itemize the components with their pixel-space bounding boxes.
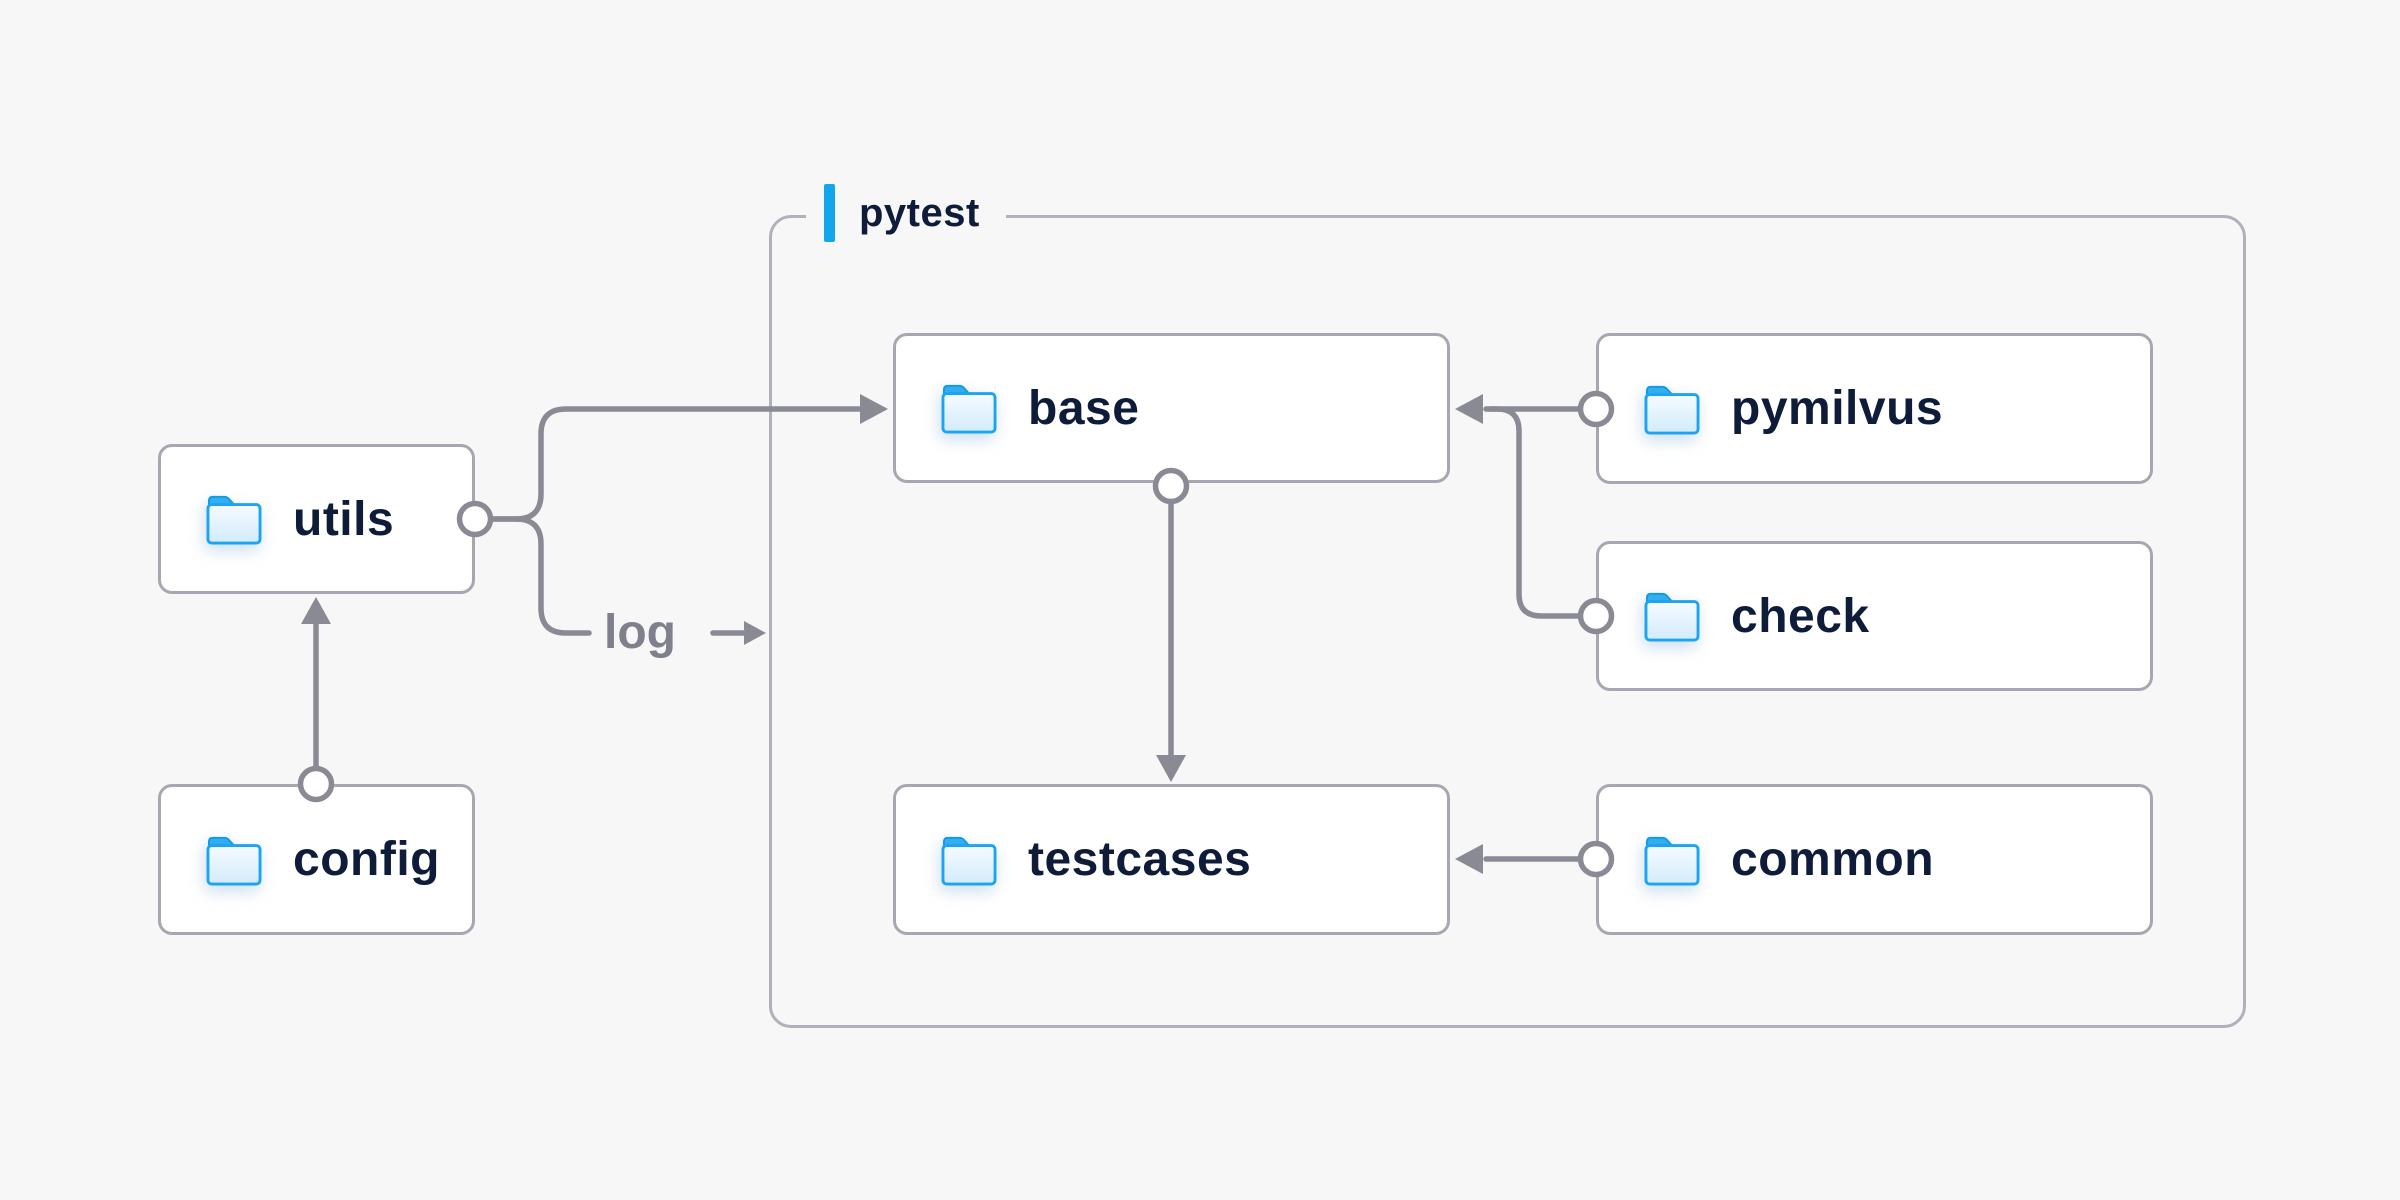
- folder-icon: [941, 384, 997, 434]
- node-label: base: [1028, 381, 1140, 435]
- node-testcases: testcases: [893, 784, 1450, 935]
- node-label: config: [293, 833, 440, 886]
- folder-icon: [1644, 385, 1700, 435]
- node-label: testcases: [1028, 833, 1252, 886]
- folder-icon: [206, 495, 262, 545]
- arrowhead-log-small: [744, 621, 766, 645]
- node-config: config: [158, 784, 475, 935]
- node-common: common: [1596, 784, 2153, 935]
- edge-label-log: log: [604, 606, 676, 659]
- node-check: check: [1596, 541, 2153, 691]
- folder-icon: [206, 836, 262, 886]
- node-pymilvus: pymilvus: [1596, 333, 2153, 484]
- node-label: pymilvus: [1731, 382, 1944, 435]
- node-utils: utils: [158, 444, 475, 594]
- node-label: check: [1731, 589, 1870, 643]
- pytest-group-label: pytest: [806, 182, 1006, 244]
- node-base: base: [893, 333, 1450, 483]
- accent-bar: [824, 184, 835, 242]
- node-label: utils: [293, 492, 395, 546]
- node-label: common: [1731, 833, 1935, 886]
- folder-icon: [1644, 592, 1700, 642]
- pytest-group-container: [769, 215, 2246, 1028]
- folder-icon: [941, 836, 997, 886]
- edge-utils-log: [487, 516, 592, 636]
- pytest-group-label-text: pytest: [859, 190, 980, 235]
- arrowhead-up-into-utils: [301, 597, 331, 624]
- folder-icon: [1644, 836, 1700, 886]
